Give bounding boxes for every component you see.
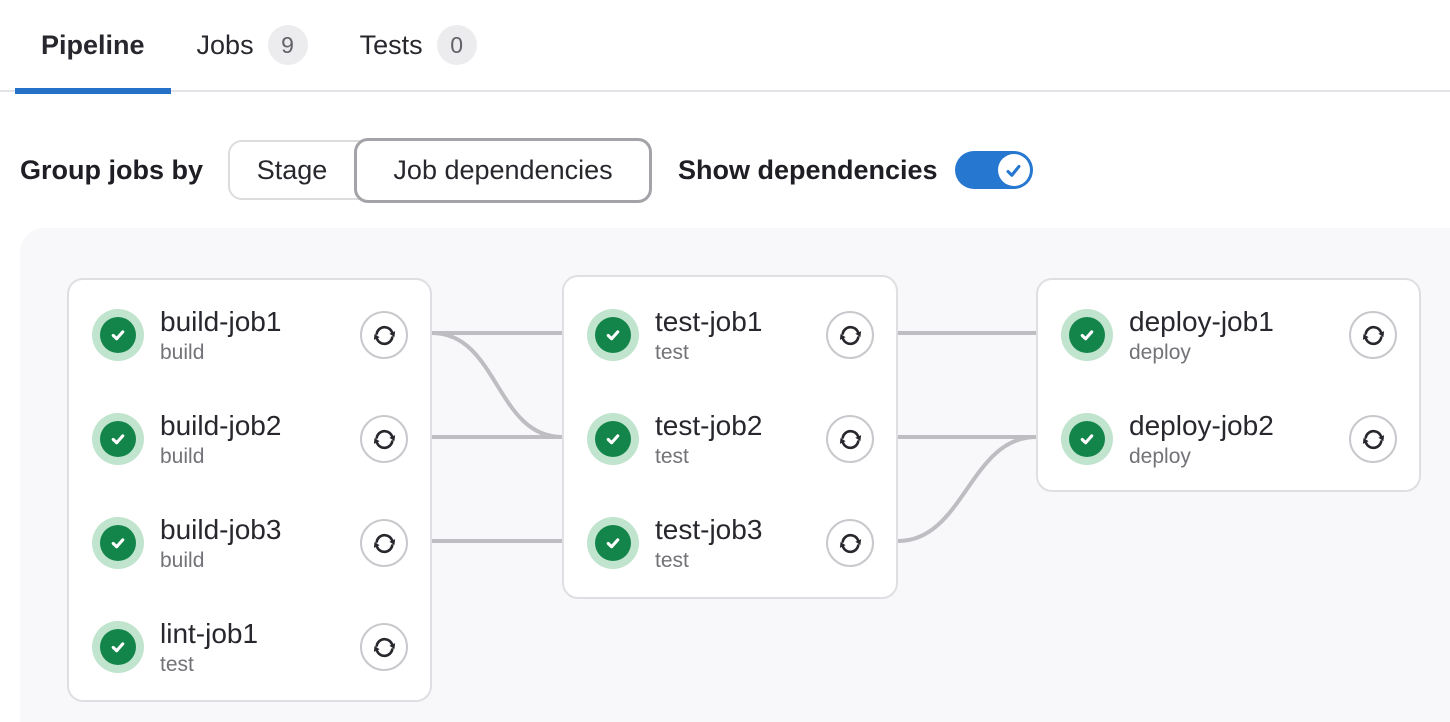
pipeline-graph: build-job1 build build-job2 build build-jo… (20, 228, 1450, 722)
jobs-count-badge: 9 (267, 25, 308, 65)
status-success-icon (1061, 413, 1113, 465)
status-success-icon (1061, 309, 1113, 361)
retry-icon (373, 429, 395, 449)
job-stage-label: deploy (1129, 444, 1191, 468)
job-name-link[interactable]: build-job3 (160, 513, 282, 545)
job-row: test-job2 test (564, 387, 896, 491)
job-stage-label: test (655, 548, 689, 572)
retry-icon (373, 637, 395, 657)
retry-job-button[interactable] (360, 519, 408, 567)
retry-icon (839, 325, 861, 345)
retry-icon (373, 533, 395, 553)
job-stage-label: deploy (1129, 340, 1191, 364)
retry-icon (1362, 429, 1384, 449)
job-name-link[interactable]: test-job3 (655, 513, 763, 545)
check-icon (1006, 164, 1021, 177)
retry-job-button[interactable] (826, 519, 874, 567)
job-row: test-job1 test (564, 283, 896, 387)
link-build-job1-test-job2 (431, 331, 563, 439)
retry-job-button[interactable] (826, 415, 874, 463)
tab-pipeline[interactable]: Pipeline (15, 0, 171, 94)
job-row: lint-job1 test (69, 595, 430, 699)
retry-job-button[interactable] (360, 623, 408, 671)
show-dependencies-toggle[interactable] (954, 151, 1033, 189)
job-row: build-job1 build (69, 283, 430, 387)
job-stage-label: build (160, 340, 205, 364)
job-stage-label: test (655, 444, 689, 468)
retry-icon (373, 325, 395, 345)
retry-job-button[interactable] (360, 415, 408, 463)
job-name-link[interactable]: deploy-job1 (1129, 305, 1274, 337)
job-row: deploy-job1 deploy (1038, 283, 1419, 387)
toggle-knob (997, 154, 1030, 186)
tests-count-badge: 0 (436, 25, 477, 65)
tab-jobs[interactable]: Jobs 9 (171, 0, 334, 90)
job-row: test-job3 test (564, 491, 896, 595)
retry-job-button[interactable] (360, 311, 408, 359)
link-test-job3-deploy-job2 (897, 435, 1037, 543)
status-success-icon (92, 621, 144, 673)
retry-icon (839, 533, 861, 553)
status-success-icon (92, 413, 144, 465)
job-group-card-1: build-job1 build build-job2 build build-jo… (67, 278, 432, 702)
status-success-icon (92, 517, 144, 569)
retry-icon (839, 429, 861, 449)
tab-pipeline-label: Pipeline (41, 29, 145, 60)
job-name-link[interactable]: test-job1 (655, 305, 763, 337)
status-success-icon (587, 517, 639, 569)
job-row: build-job2 build (69, 387, 430, 491)
retry-job-button[interactable] (826, 311, 874, 359)
job-name-link[interactable]: lint-job1 (160, 617, 259, 649)
job-name-link[interactable]: deploy-job2 (1129, 409, 1274, 441)
graph-controls: Group jobs by Stage Job dependencies Sho… (20, 137, 1450, 203)
job-name-link[interactable]: build-job1 (160, 305, 282, 337)
show-dependencies-label: Show dependencies (678, 154, 938, 185)
job-stage-label: test (655, 340, 689, 364)
status-success-icon (587, 413, 639, 465)
tab-tests[interactable]: Tests 0 (334, 0, 503, 90)
retry-job-button[interactable] (1349, 311, 1397, 359)
job-stage-label: build (160, 548, 205, 572)
status-success-icon (92, 309, 144, 361)
tab-tests-label: Tests (359, 29, 423, 60)
retry-job-button[interactable] (1349, 415, 1397, 463)
group-by-stage-button[interactable]: Stage (230, 142, 355, 198)
job-stage-label: build (160, 444, 205, 468)
job-name-link[interactable]: build-job2 (160, 409, 282, 441)
job-group-card-3: deploy-job1 deploy deploy-job2 deploy (1036, 278, 1421, 492)
group-jobs-by-segmented-control: Stage Job dependencies (228, 137, 653, 203)
job-stage-label: test (160, 652, 194, 676)
job-row: build-job3 build (69, 491, 430, 595)
pipeline-tab-bar: Pipeline Jobs 9 Tests 0 (0, 0, 1450, 94)
group-by-job-dependencies-button[interactable]: Job dependencies (354, 137, 653, 203)
group-jobs-by-label: Group jobs by (20, 154, 204, 185)
status-success-icon (587, 309, 639, 361)
tab-jobs-label: Jobs (196, 29, 254, 60)
retry-icon (1362, 325, 1384, 345)
job-name-link[interactable]: test-job2 (655, 409, 763, 441)
job-row: deploy-job2 deploy (1038, 387, 1419, 491)
